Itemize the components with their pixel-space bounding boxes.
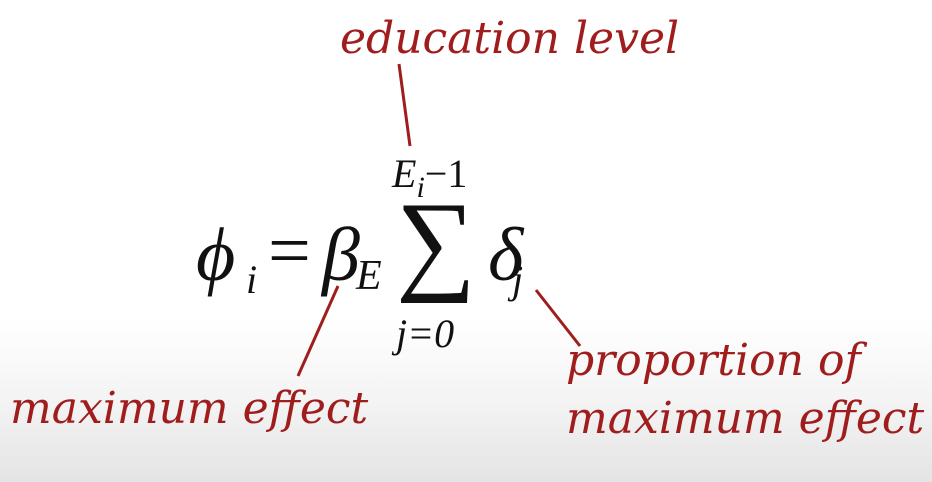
annotation-education-level: education level	[340, 13, 680, 64]
sum-upper-main: E	[392, 151, 417, 196]
leader-education-level	[397, 63, 412, 147]
sum-upper-limit: Ei−1	[392, 150, 468, 204]
summation-symbol: ∑	[396, 180, 476, 304]
phi-symbol: ϕ	[196, 213, 236, 297]
annotation-proportion-line-2: maximum effect	[566, 393, 925, 444]
annotation-proportion-of-maximum-effect: proportion of maximum effect	[566, 332, 924, 448]
sum-lower-limit: j=0	[396, 311, 455, 356]
leader-proportion	[534, 289, 582, 347]
sum-upper-tail: −1	[424, 151, 468, 196]
sum-upper-sub: i	[416, 171, 425, 204]
leader-maximum-effect	[296, 285, 340, 377]
beta-symbol: β	[322, 213, 360, 297]
phi-subscript: i	[246, 257, 258, 302]
delta-subscript: j	[512, 257, 524, 302]
annotation-maximum-effect: maximum effect	[10, 383, 369, 434]
delta-symbol: δ	[488, 213, 524, 297]
equals-sign: =	[268, 209, 311, 293]
beta-subscript: E	[356, 253, 382, 299]
annotation-proportion-line-1: proportion of	[566, 335, 861, 386]
